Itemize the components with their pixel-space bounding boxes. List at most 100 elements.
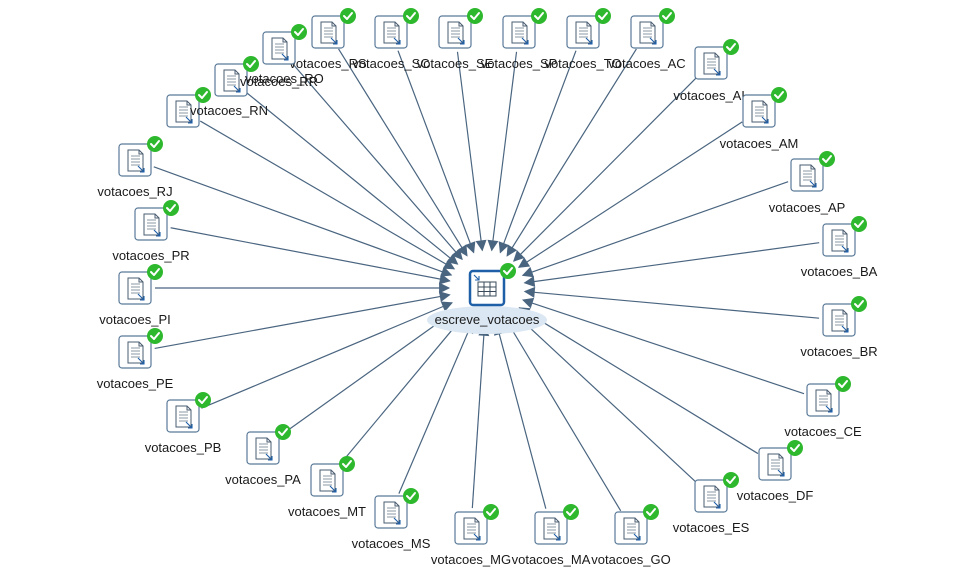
hop-votacoes-al[interactable] [513,76,698,262]
step-votacoes-ms[interactable]: votacoes_MS [352,488,431,551]
text-file-input-icon [438,15,472,49]
step-label: votacoes_AM [720,136,799,151]
step-votacoes-ce[interactable]: votacoes_CE [784,376,862,439]
step-votacoes-es[interactable]: votacoes_ES [673,472,750,535]
step-votacoes-pi[interactable]: votacoes_PI [99,264,171,327]
step-label: votacoes_AP [769,200,846,215]
step-label: votacoes_MA [512,552,591,567]
hop-votacoes-es[interactable] [514,313,697,483]
step-votacoes-mt[interactable]: votacoes_MT [288,456,366,519]
step-votacoes-pa[interactable]: votacoes_PA [225,424,301,487]
step-label: votacoes_PI [99,312,171,327]
check-icon [340,8,356,24]
hop-votacoes-ac[interactable] [506,48,637,257]
hop-votacoes-pr[interactable] [170,227,451,285]
hop-votacoes-ma[interactable] [494,323,547,509]
step-votacoes-go[interactable]: votacoes_GO [591,504,671,567]
hop-votacoes-df[interactable] [518,307,759,455]
check-icon [147,264,163,280]
hop-votacoes-mg[interactable] [471,324,490,509]
steps-layer: votacoes_RSvotacoes_SCvotacoes_SEvotacoe… [97,8,878,567]
step-votacoes-ro[interactable]: votacoes_RO [214,56,324,97]
step-label: votacoes_AC [608,56,685,71]
step-votacoes-al[interactable]: votacoes_AL [673,39,749,103]
hop-votacoes-to[interactable] [498,50,577,254]
step-label: votacoes_GO [591,552,671,567]
hop-votacoes-mt[interactable] [339,316,464,466]
check-icon [467,8,483,24]
hop-votacoes-pb[interactable] [201,301,453,409]
hop-votacoes-rn[interactable] [199,120,456,270]
check-icon [659,8,675,24]
hop-votacoes-go[interactable] [505,319,622,512]
hop-votacoes-ro[interactable] [246,92,459,265]
step-votacoes-br[interactable]: votacoes_BR [800,296,878,359]
step-votacoes-ma[interactable]: votacoes_MA [512,504,591,567]
step-votacoes-rr[interactable]: votacoes_RR [240,24,318,89]
step-votacoes-ac[interactable]: votacoes_AC [608,8,686,71]
step-votacoes-am[interactable]: votacoes_AM [720,87,799,151]
step-votacoes-rj[interactable]: votacoes_RJ [97,136,173,199]
check-icon [723,472,739,488]
step-label: votacoes_TO [544,56,621,71]
step-votacoes-se[interactable]: votacoes_SE [417,8,494,71]
check-icon [787,440,803,456]
text-file-input-icon [694,479,728,513]
text-file-input-icon [166,399,200,433]
check-icon [835,376,851,392]
step-label: votacoes_DF [737,488,814,503]
step-label: votacoes_RO [245,71,324,86]
check-icon [851,216,867,232]
hop-votacoes-sp[interactable] [487,51,518,252]
step-label: votacoes_SP [481,56,558,71]
check-icon [500,263,516,279]
step-votacoes-sp[interactable]: votacoes_SP [481,8,558,71]
hop-votacoes-pe[interactable] [154,291,451,350]
text-file-input-icon [262,31,296,65]
hop-votacoes-rr[interactable] [291,62,463,261]
hop-votacoes-br[interactable] [523,286,820,319]
step-label: votacoes_PE [97,376,174,391]
hop-votacoes-am[interactable] [517,121,743,268]
step-votacoes-pr[interactable]: votacoes_PR [112,200,190,263]
hop-votacoes-ms[interactable] [398,321,474,494]
hop-votacoes-ap[interactable] [521,181,789,278]
check-icon [147,328,163,344]
step-votacoes-ba[interactable]: votacoes_BA [801,216,878,279]
text-file-input-icon [454,511,488,545]
step-label: votacoes_PR [112,248,189,263]
step-votacoes-sc[interactable]: votacoes_SC [352,8,430,71]
text-file-input-icon [566,15,600,49]
text-file-input-icon [310,463,344,497]
check-icon [275,424,291,440]
step-votacoes-ap[interactable]: votacoes_AP [769,151,846,215]
step-votacoes-pe[interactable]: votacoes_PE [97,328,174,391]
step-label: votacoes_RR [240,74,318,89]
text-file-input-icon [118,271,152,305]
hop-votacoes-rj[interactable] [153,166,453,277]
step-votacoes-df[interactable]: votacoes_DF [737,440,814,503]
check-icon [163,200,179,216]
text-file-input-icon [790,158,824,192]
step-votacoes-mg[interactable]: votacoes_MG [431,504,511,567]
step-escreve-votacoes[interactable]: escreve_votacoes [427,263,547,334]
step-label: votacoes_PA [225,472,301,487]
step-label: votacoes_RN [190,103,268,118]
text-file-input-icon [311,15,345,49]
step-votacoes-rs[interactable]: votacoes_RS [289,8,367,71]
step-votacoes-rn[interactable]: votacoes_RN [166,87,268,128]
hop-votacoes-ba[interactable] [523,242,820,287]
hop-votacoes-sc[interactable] [397,50,476,254]
hop-votacoes-pa[interactable] [278,309,457,437]
step-votacoes-pb[interactable]: votacoes_PB [145,392,222,455]
hop-votacoes-se[interactable] [456,51,487,252]
step-votacoes-to[interactable]: votacoes_TO [544,8,622,71]
hop-votacoes-rs[interactable] [338,48,468,257]
text-file-input-icon [214,63,248,97]
check-icon [147,136,163,152]
hop-votacoes-ce[interactable] [522,297,805,395]
text-file-input-icon [758,447,792,481]
text-file-input-icon [822,303,856,337]
step-label: votacoes_CE [784,424,862,439]
